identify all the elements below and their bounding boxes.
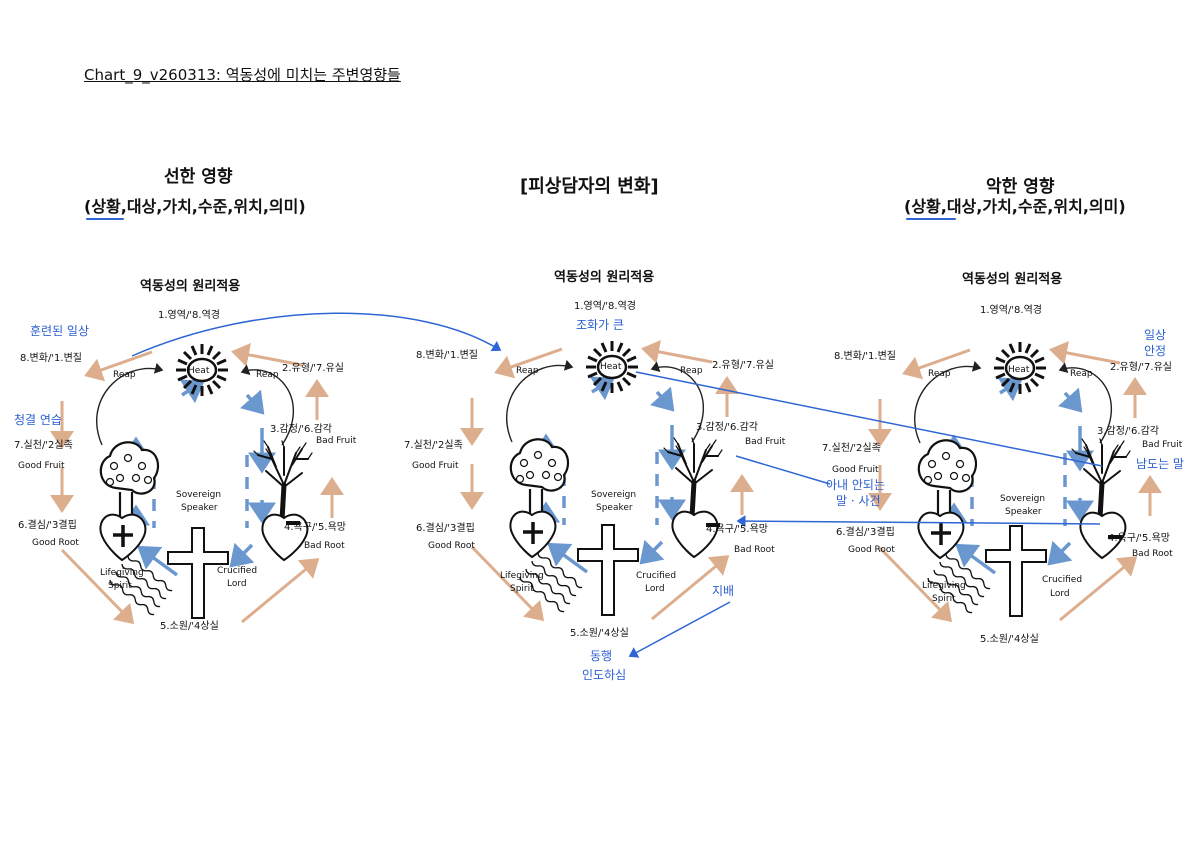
- center-good-fruit: Good Fruit: [412, 461, 459, 471]
- left-node-6: 6.결심/'3결핍: [18, 520, 77, 531]
- left-subtitle: (상황,대상,가치,수준,위치,의미): [84, 197, 306, 216]
- center-bad-root: Bad Root: [734, 545, 775, 555]
- center-reap-2: Reap: [680, 366, 703, 376]
- right-node-3: 3.감정/'6.감각: [1097, 426, 1160, 437]
- center-heading: [피상담자의 변화]: [520, 176, 659, 197]
- center-node-6: 6.결심/'3결핍: [416, 523, 475, 534]
- note-right-top-a: 일상: [1144, 328, 1167, 342]
- right-heading: 악한 영향: [986, 177, 1055, 197]
- center-reap-1: Reap: [516, 366, 539, 376]
- note-center-mid-b: 말 · 사건: [836, 494, 881, 508]
- center-node-4: 4.욕구/'5.욕망: [706, 524, 769, 535]
- left-reap-1: Reap: [113, 370, 136, 380]
- left-heat: Heat: [188, 366, 210, 376]
- right-lifegiving: Lifegiving: [922, 581, 966, 591]
- left-good-root: Good Root: [32, 538, 79, 548]
- note-center-top: 조화가 큰: [576, 318, 624, 332]
- left-underline: [86, 218, 124, 220]
- connector-root-note: [628, 601, 731, 658]
- right-sovereign: Sovereign: [1000, 494, 1046, 504]
- connector-tree-note: [735, 455, 831, 485]
- left-node-2: 2.유형/'7.유실: [282, 363, 345, 374]
- right-node-5: 5.소원/'4상실: [980, 634, 1039, 645]
- note-center-right: 지배: [712, 584, 735, 598]
- center-lord: Lord: [645, 584, 665, 594]
- right-lord: Lord: [1050, 589, 1070, 599]
- right-node-6: 6.결심/'3결핍: [836, 527, 895, 538]
- right-heat: Heat: [1008, 365, 1030, 375]
- right-principle-title: 역동성의 원리적용: [962, 272, 1063, 287]
- center-spirit: Spirit: [510, 584, 534, 594]
- right-bad-fruit: Bad Fruit: [1142, 440, 1183, 450]
- left-principle-title: 역동성의 원리적용: [140, 279, 241, 294]
- left-node-1: 1.영역/'8.역경: [158, 310, 221, 321]
- right-speaker: Speaker: [1005, 507, 1042, 517]
- left-node-3: 3.감정/'6.감각: [270, 424, 333, 435]
- right-node-4: 4.욕구/'5.욕망: [1108, 533, 1171, 544]
- right-bad-root: Bad Root: [1132, 549, 1173, 559]
- center-sovereign: Sovereign: [591, 490, 637, 500]
- right-node-8: 8.변화/'1.변질: [834, 351, 897, 362]
- document-title: Chart_9_v260313: 역동성에 미치는 주변영향들: [84, 66, 401, 84]
- left-crucified: Crucified: [217, 566, 258, 576]
- left-speaker: Speaker: [181, 503, 218, 513]
- left-node-4: 4.욕구/'5.욕망: [284, 522, 347, 533]
- left-sovereign: Sovereign: [176, 490, 222, 500]
- center-good-root: Good Root: [428, 541, 475, 551]
- right-subtitle: (상황,대상,가치,수준,위치,의미): [904, 197, 1126, 216]
- note-right-mid: 남도는 말: [1136, 457, 1184, 471]
- center-node-5: 5.소원/'4상실: [570, 628, 629, 639]
- right-cycle: [880, 342, 1150, 620]
- center-bad-fruit: Bad Fruit: [745, 437, 786, 447]
- left-cycle: [62, 344, 332, 622]
- left-good-fruit: Good Fruit: [18, 461, 65, 471]
- note-center-bot-b: 인도하심: [582, 668, 627, 682]
- right-node-7: 7.실천/'2실족: [822, 443, 881, 454]
- left-lord: Lord: [227, 579, 247, 589]
- right-good-fruit: Good Fruit: [832, 465, 879, 475]
- center-node-2: 2.유형/'7.유실: [712, 360, 775, 371]
- center-node-1: 1.영역/'8.역경: [574, 301, 637, 312]
- left-lifegiving: Lifegiving: [100, 568, 144, 578]
- note-right-top-b: 안정: [1144, 344, 1167, 358]
- center-heat: Heat: [600, 362, 622, 372]
- right-reap-2: Reap: [1070, 369, 1093, 379]
- left-bad-fruit: Bad Fruit: [316, 436, 357, 446]
- right-crucified: Crucified: [1042, 575, 1083, 585]
- connector-right-to-center: [736, 515, 1101, 528]
- center-node-8: 8.변화/'1.변질: [416, 350, 479, 361]
- note-center-mid-a: 아내 안되는: [826, 478, 886, 492]
- center-node-7: 7.실천/'2실족: [404, 440, 463, 451]
- right-spirit: Spirit: [932, 594, 956, 604]
- left-spirit: Spirit: [108, 581, 132, 591]
- center-principle-title: 역동성의 원리적용: [554, 270, 655, 285]
- right-good-root: Good Root: [848, 545, 895, 555]
- left-node-7: 7.실천/'2실족: [14, 440, 73, 451]
- left-node-5: 5.소원/'4상실: [160, 621, 219, 632]
- note-center-bot-a: 동행: [590, 649, 613, 663]
- left-node-8: 8.변화/'1.변질: [20, 353, 83, 364]
- connector-left-to-center: [131, 312, 502, 357]
- note-left-top: 훈련된 일상: [30, 324, 90, 338]
- left-bad-root: Bad Root: [304, 541, 345, 551]
- right-node-2: 2.유형/'7.유실: [1110, 362, 1173, 373]
- connector-sun-to-right: [635, 371, 1103, 467]
- center-node-3: 3.감정/'6.감각: [696, 422, 759, 433]
- note-left-mid: 청결 연습: [14, 413, 62, 427]
- left-reap-2: Reap: [256, 370, 279, 380]
- right-underline: [906, 218, 956, 220]
- center-lifegiving: Lifegiving: [500, 571, 544, 581]
- right-node-1: 1.영역/'8.역경: [980, 305, 1043, 316]
- center-crucified: Crucified: [636, 571, 677, 581]
- center-speaker: Speaker: [596, 503, 633, 513]
- right-reap-1: Reap: [928, 369, 951, 379]
- left-heading: 선한 영향: [164, 167, 233, 187]
